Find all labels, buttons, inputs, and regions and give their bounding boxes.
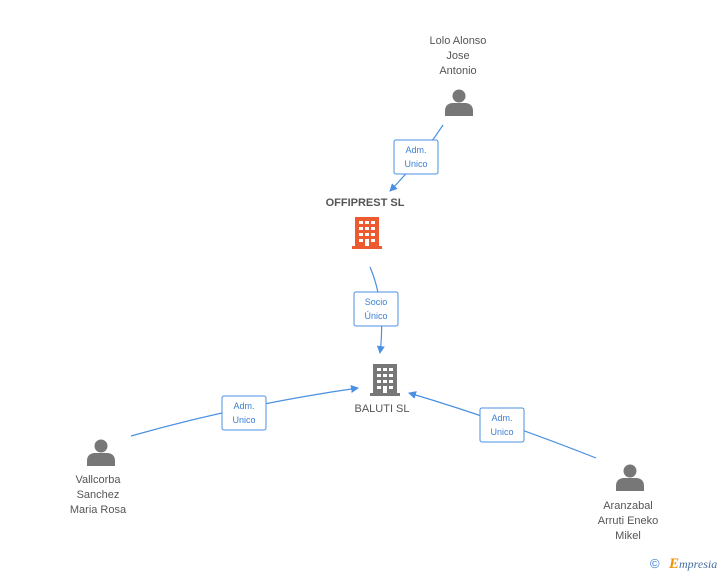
- company-name: OFFIPREST SL: [326, 197, 405, 209]
- person-icon: [616, 464, 644, 491]
- brand-text: Empresia: [668, 556, 717, 572]
- relation-line-2: Unico: [404, 159, 427, 169]
- person-name-line-3: Mikel: [615, 530, 641, 542]
- person-name-line-2: Sanchez: [77, 489, 120, 501]
- relation-lolo-offiprest: Adm. Unico: [393, 139, 439, 175]
- relation-box: [353, 291, 399, 327]
- person-name-line-1: Lolo Alonso: [430, 35, 487, 47]
- person-icon: [445, 89, 473, 116]
- relation-line-2: Unico: [490, 427, 513, 437]
- empresia-logo: © Empresia: [650, 556, 717, 572]
- relation-box: [221, 395, 267, 431]
- relation-box: [393, 139, 439, 175]
- person-name-line-2: Arruti Eneko: [598, 515, 659, 527]
- relation-vallcorba-baluti: Adm. Unico: [221, 395, 267, 431]
- person-name-line-2: Jose: [446, 50, 469, 62]
- relation-line-1: Adm.: [233, 401, 254, 411]
- person-icon: [87, 439, 115, 466]
- relation-line-2: Único: [364, 311, 387, 321]
- building-icon: [352, 217, 382, 249]
- relation-line-1: Socio: [365, 297, 388, 307]
- building-icon: [370, 364, 400, 396]
- node-person-aranzabal[interactable]: Aranzabal Arruti Eneko Mikel: [598, 464, 659, 543]
- relation-offiprest-baluti: Socio Único: [353, 291, 399, 327]
- relation-line-1: Adm.: [491, 413, 512, 423]
- person-name-line-3: Antonio: [439, 65, 476, 77]
- relation-line-1: Adm.: [405, 145, 426, 155]
- relation-box: [479, 407, 525, 443]
- person-name-line-3: Maria Rosa: [70, 504, 127, 516]
- person-name-line-1: Vallcorba: [75, 474, 121, 486]
- company-name: BALUTI SL: [354, 403, 409, 415]
- brand-initial: E: [668, 556, 679, 572]
- node-company-offiprest[interactable]: OFFIPREST SL: [326, 197, 405, 249]
- copyright-symbol: ©: [650, 556, 660, 571]
- person-name-line-1: Aranzabal: [603, 500, 653, 512]
- node-company-baluti[interactable]: BALUTI SL: [354, 364, 410, 415]
- node-person-lolo[interactable]: Lolo Alonso Jose Antonio: [430, 35, 487, 116]
- brand-rest: mpresia: [679, 557, 717, 571]
- relation-line-2: Unico: [232, 415, 255, 425]
- relation-aranzabal-baluti: Adm. Unico: [479, 407, 525, 443]
- node-person-vallcorba[interactable]: Vallcorba Sanchez Maria Rosa: [70, 439, 127, 517]
